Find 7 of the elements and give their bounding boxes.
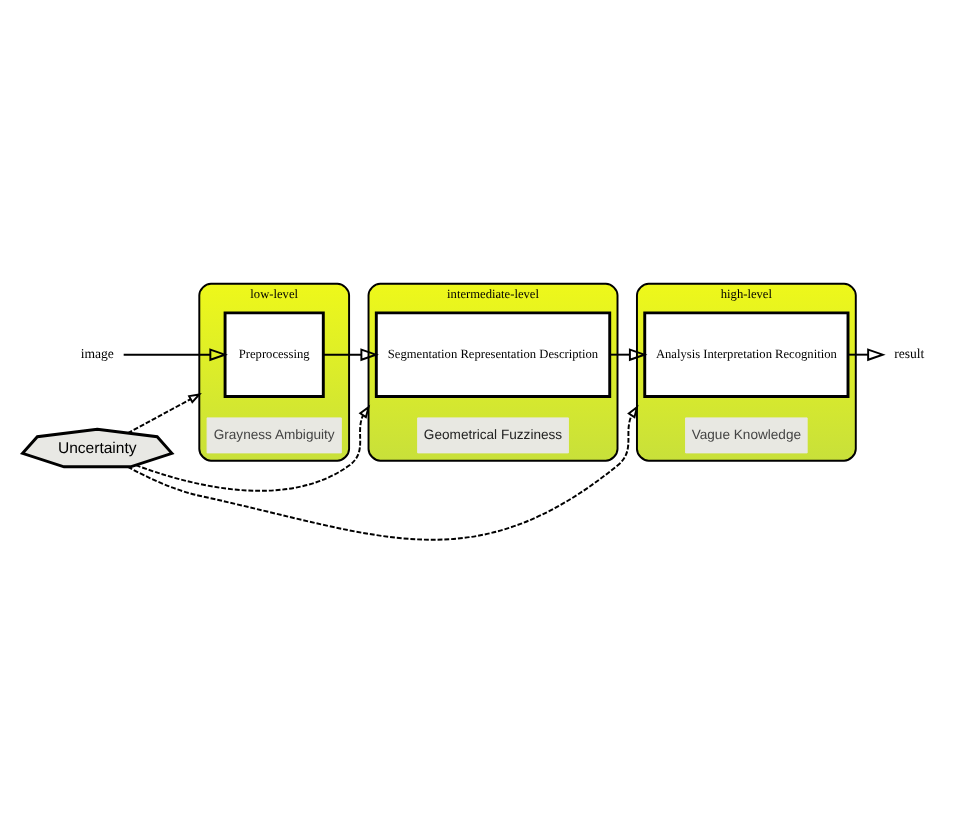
- arrow: [122, 347, 228, 361]
- arrow: [134, 403, 371, 491]
- arrow: [126, 392, 202, 433]
- arrow: [847, 347, 886, 361]
- arrow: [127, 403, 639, 540]
- arrow: [608, 347, 648, 361]
- arrow: [322, 347, 379, 361]
